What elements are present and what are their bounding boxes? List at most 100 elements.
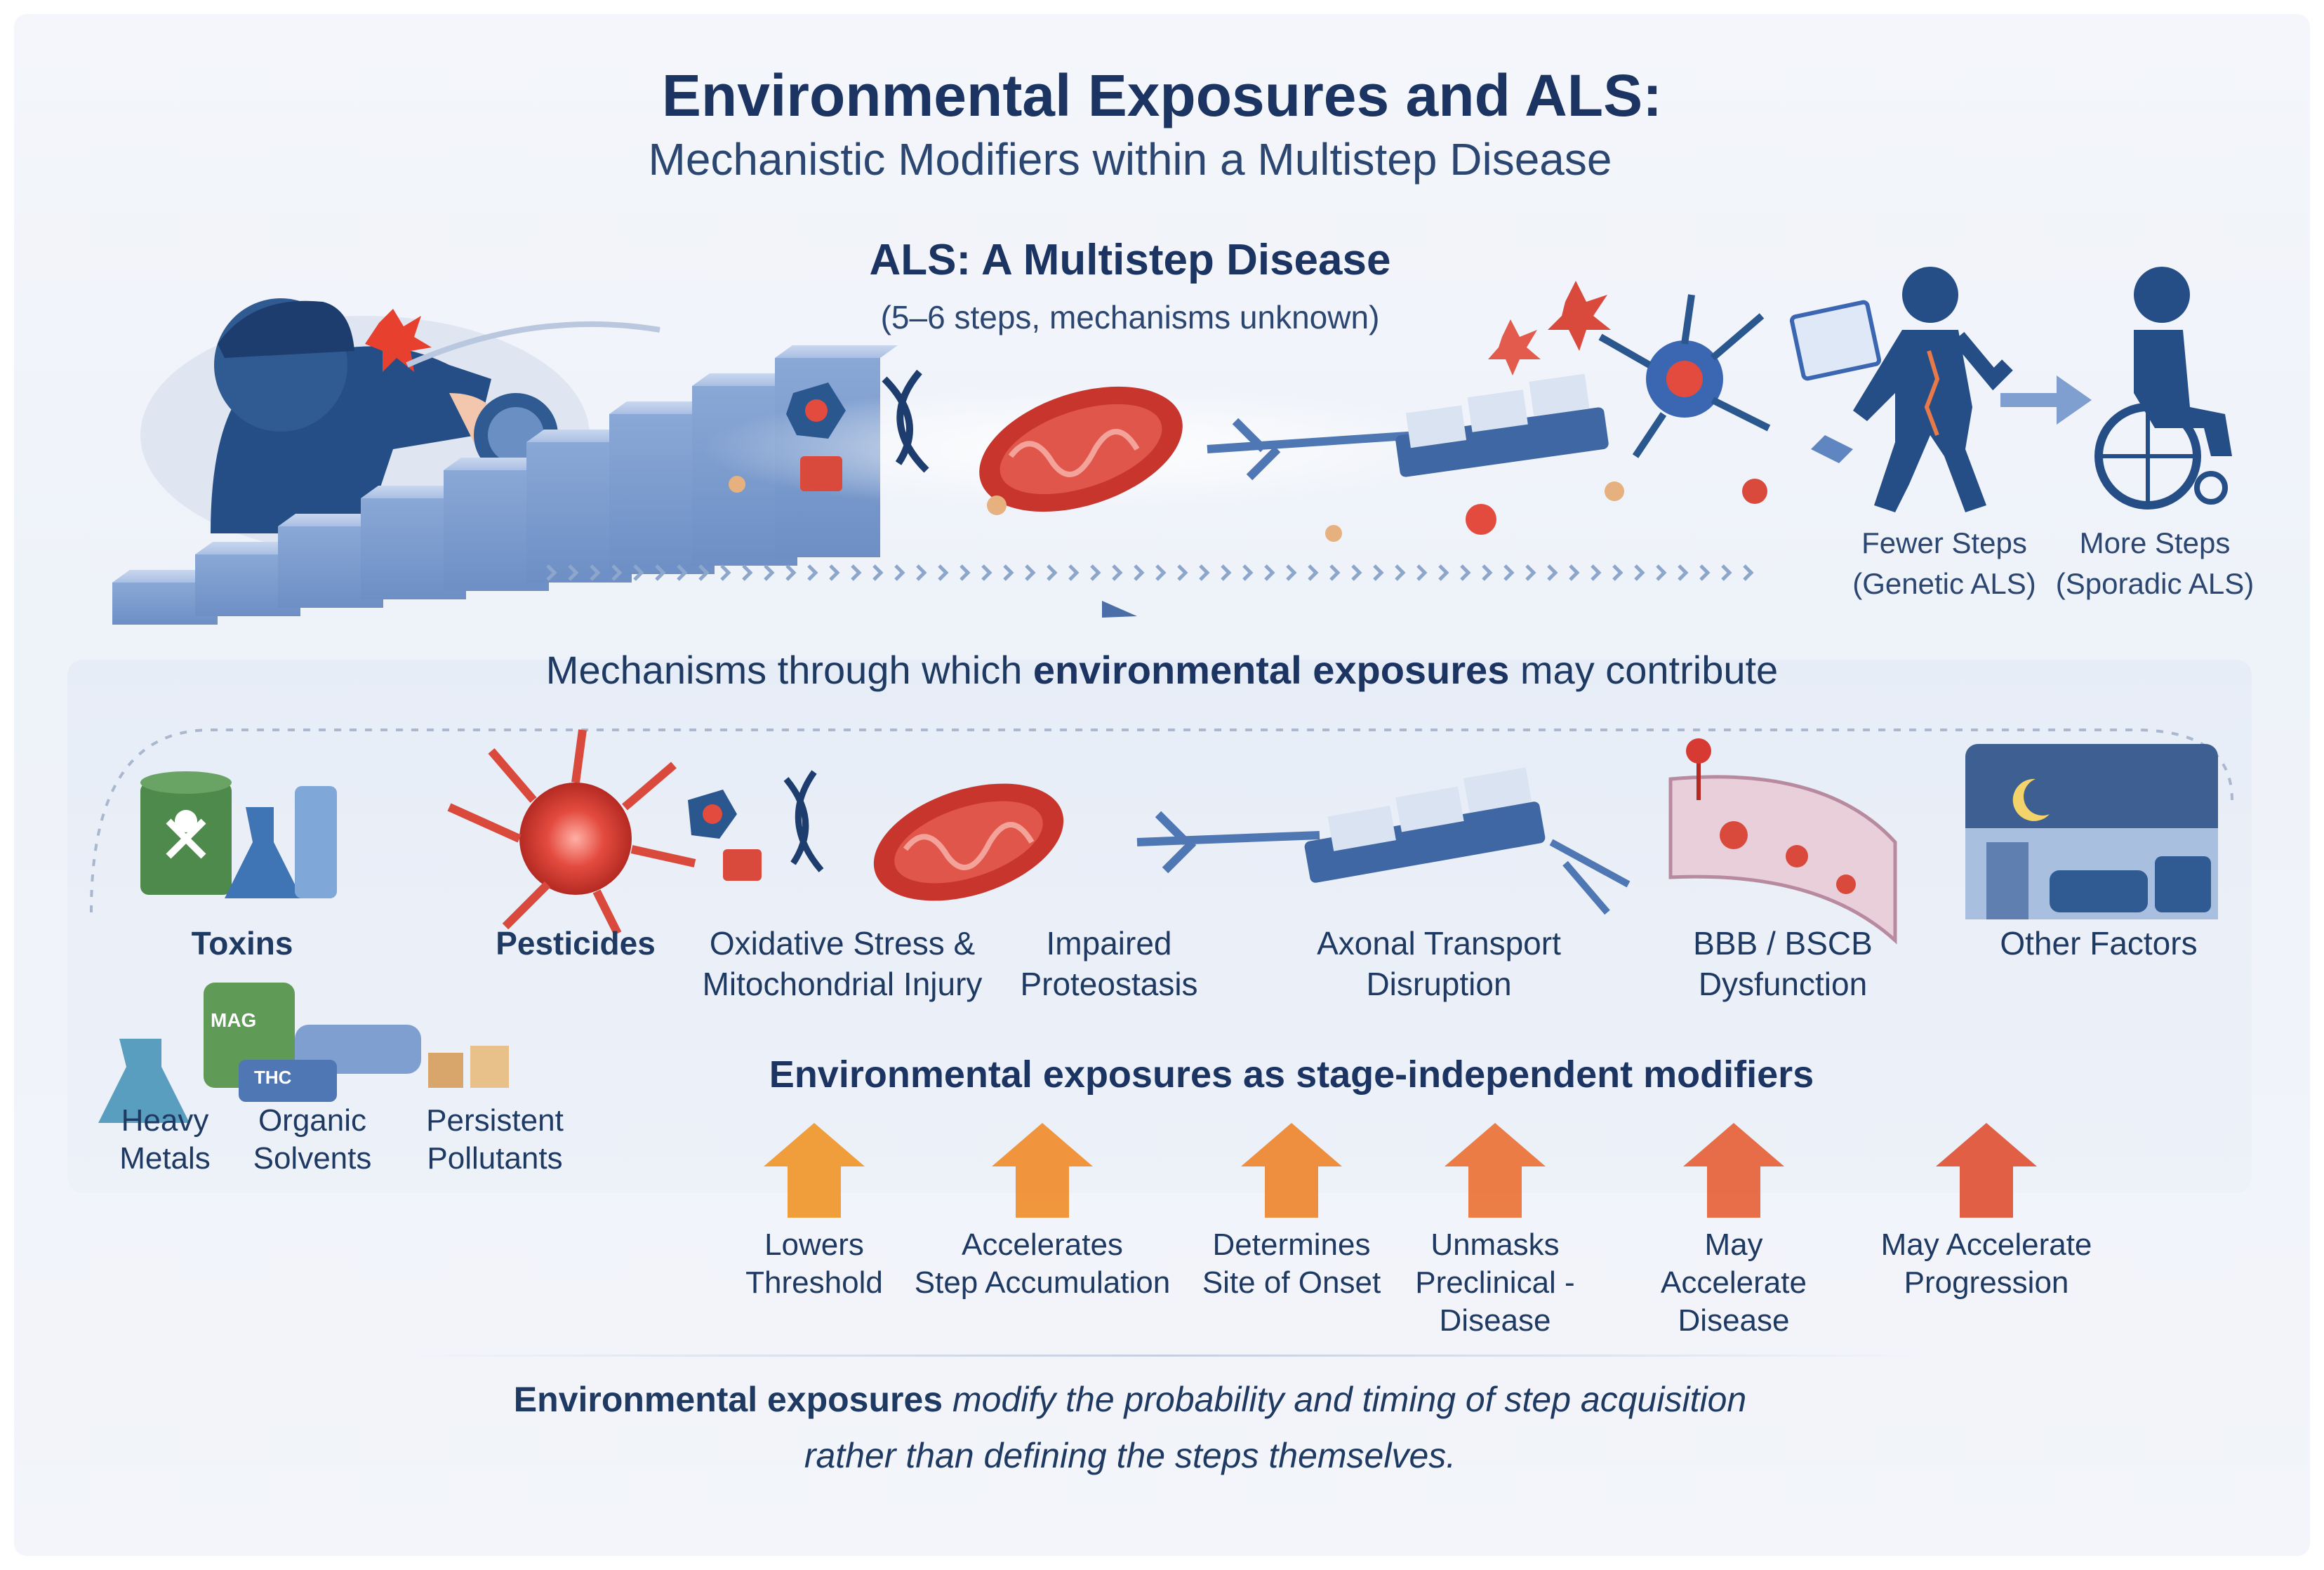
impact-spark-icon <box>365 309 432 372</box>
trail-chevron <box>1329 564 1341 581</box>
trail-chevron <box>1025 564 1036 581</box>
toxins-barrels-icon <box>140 771 337 898</box>
trail-chevron <box>1177 564 1188 581</box>
axonal-transport-icon <box>1136 767 1631 915</box>
mechanism-label-pesticides: Pesticides <box>496 925 656 962</box>
progression-arrowhead-icon <box>1102 601 1137 618</box>
disease-mechanism-cascade <box>702 281 1882 542</box>
mechanisms-heading: Mechanisms through which environmental e… <box>545 648 1779 692</box>
modifier-up-arrow-icon <box>992 1123 1093 1218</box>
modifier-up-arrow-icon <box>1445 1123 1546 1218</box>
more-steps-label: More Steps (Sporadic ALS) <box>2055 526 2255 600</box>
trail-chevron <box>1612 564 1624 581</box>
trail-chevron <box>1286 564 1297 581</box>
trail-chevron <box>1743 564 1754 581</box>
progression-arrow-icon <box>2000 375 2092 425</box>
trail-chevron <box>1373 564 1384 581</box>
trail-chevron <box>1416 564 1428 581</box>
trail-chevron <box>1678 564 1689 581</box>
multistep-subheading: (5–6 steps, mechanisms unknown) <box>880 299 1380 335</box>
mechanisms-illustration <box>90 729 2233 1218</box>
trail-chevron <box>1090 564 1101 581</box>
mechanism-label-other-factors: Other Factors <box>2000 925 2198 962</box>
trail-chevron <box>1438 564 1449 581</box>
trail-chevron <box>1221 564 1232 581</box>
trail-chevron <box>546 564 557 581</box>
trail-chevron <box>1395 564 1406 581</box>
trail-chevron <box>785 564 797 581</box>
trail-chevron <box>1134 564 1145 581</box>
trail-chevron <box>1569 564 1580 581</box>
moon-icon <box>2012 778 2050 821</box>
trail-chevron <box>981 564 992 581</box>
modifier-up-arrow-icon <box>764 1123 865 1218</box>
trail-chevron <box>1591 564 1602 581</box>
figure-subtitle: Mechanistic Modifiers within a Multistep… <box>648 134 1612 185</box>
trail-chevron <box>851 564 862 581</box>
mechanism-label-toxins: Toxins <box>191 925 293 962</box>
trail-chevron <box>633 564 644 581</box>
drum-label: MAG <box>211 1009 257 1031</box>
oxidative-stress-icon <box>688 770 824 881</box>
trail-chevron <box>1699 564 1711 581</box>
trail-chevron <box>1264 564 1275 581</box>
can-label: THC <box>254 1067 292 1088</box>
trail-chevron <box>1460 564 1471 581</box>
trail-chevron <box>698 564 710 581</box>
trail-chevron <box>960 564 971 581</box>
trail-chevron <box>1634 564 1645 581</box>
conclusion-line-1: Environmental exposures modify the proba… <box>513 1380 1747 1419</box>
multistep-heading: ALS: A Multistep Disease <box>869 236 1391 284</box>
pesticide-cell-icon <box>447 729 696 936</box>
trail-chevron <box>611 564 623 581</box>
trail-chevron <box>677 564 688 581</box>
trail-chevron <box>590 564 601 581</box>
trail-chevron <box>1721 564 1732 581</box>
trail-chevron <box>1003 564 1014 581</box>
trail-chevron <box>1503 564 1515 581</box>
trail-chevron <box>1199 564 1210 581</box>
trail-chevron <box>829 564 840 581</box>
figure-title: Environmental Exposures and ALS: <box>661 62 1663 128</box>
trail-chevron <box>1068 564 1080 581</box>
other-factors-scene-icon <box>1965 744 2218 919</box>
trail-chevron <box>1308 564 1319 581</box>
trail-chevron <box>1112 564 1123 581</box>
trail-chevron <box>872 564 884 581</box>
trail-chevron <box>1047 564 1058 581</box>
conclusion-line-2: rather than defining the steps themselve… <box>804 1436 1456 1475</box>
blood-barrier-icon <box>1668 738 1897 945</box>
trail-chevron <box>1482 564 1493 581</box>
modifier-arrows <box>764 1123 2037 1218</box>
trail-chevron <box>568 564 579 581</box>
trail-chevron <box>807 564 818 581</box>
trail-chevron <box>764 564 775 581</box>
walking-person-icon <box>1811 267 2013 512</box>
modifier-up-arrow-icon <box>1241 1123 1342 1218</box>
trail-chevron <box>742 564 753 581</box>
mitochondria-icon <box>873 783 1064 901</box>
toxin-subtypes-icons <box>98 983 509 1123</box>
trail-chevron <box>1525 564 1536 581</box>
modifiers-heading: Environmental exposures as stage-indepen… <box>769 1053 1814 1096</box>
trail-chevron <box>720 564 731 581</box>
multistep-illustration <box>112 267 2232 625</box>
modifier-up-arrow-icon <box>1936 1123 2037 1218</box>
trail-chevron <box>1656 564 1667 581</box>
divider <box>393 1355 1937 1357</box>
trail-chevron <box>655 564 666 581</box>
trail-chevron <box>1155 564 1167 581</box>
progression-dotted-trail <box>546 564 1754 581</box>
staircase-illustration <box>112 345 898 625</box>
trail-chevron <box>916 564 927 581</box>
